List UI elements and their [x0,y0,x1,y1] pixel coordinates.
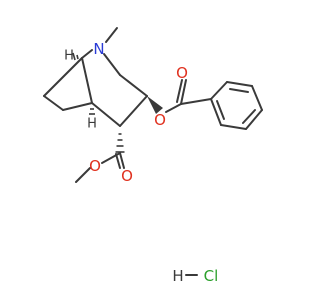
methoxy-oxygen-label: O [89,157,101,175]
bond-c-o-carbonyl-a [119,152,125,169]
salt-chlorine-label: Cl [204,267,219,285]
hash-c1-h-2 [72,52,76,61]
bridgehead-h-top-label: H [64,49,74,64]
bond-c3-c2 [119,95,148,127]
bond-ph-inner-1 [229,88,249,93]
bond-c1-n [81,49,93,59]
bond-lines [43,27,263,276]
bond-c1-c5 [81,57,93,104]
bond-ph-inner-2 [242,109,256,124]
bond-c2-c1 [91,102,121,127]
wedge-bonds [147,96,163,114]
bond-c-o-carbonyl-b [115,153,121,169]
bond-carbonyl-o-b [176,79,183,103]
bond-ph-6 [210,98,222,126]
hash-bonds [72,52,125,153]
bond-ph-2 [226,81,253,87]
bond-c6-c5 [62,102,93,111]
bond-ph-inner-3 [216,100,225,120]
bond-ph-4 [245,109,263,130]
bond-c1-c7 [43,57,83,97]
bond-ph-5 [220,124,247,130]
benzoyl-carbonyl-oxygen-label: O [176,64,188,82]
structure-canvas: N O O O O H Cl H H [43,27,263,285]
bond-n-methyl [105,27,118,43]
bond-ph-3 [251,85,263,111]
bond-c7-c6 [43,95,64,111]
molecule-drawing: N O O O O H Cl H H [43,27,263,285]
bond-ph-1 [210,81,228,100]
hash-c1-h-1 [76,54,79,60]
salt-hydrogen-label: H [172,267,183,285]
ester-oxygen-label: O [154,111,166,129]
nitrogen-label: N [93,40,104,58]
bond-n-c5bridge [103,53,121,76]
bond-carbonyl-o-a [180,79,187,105]
bond-carbonyl-phenyl [180,98,212,105]
bond-o-methyl [75,167,91,183]
bond-o-carbonyl [165,103,182,113]
ester-carbonyl-oxygen-label: O [121,167,133,185]
wedge-c3-o [147,96,163,114]
bridgehead-h-bottom-label: H [87,117,97,132]
bond-c-c3 [119,74,148,97]
